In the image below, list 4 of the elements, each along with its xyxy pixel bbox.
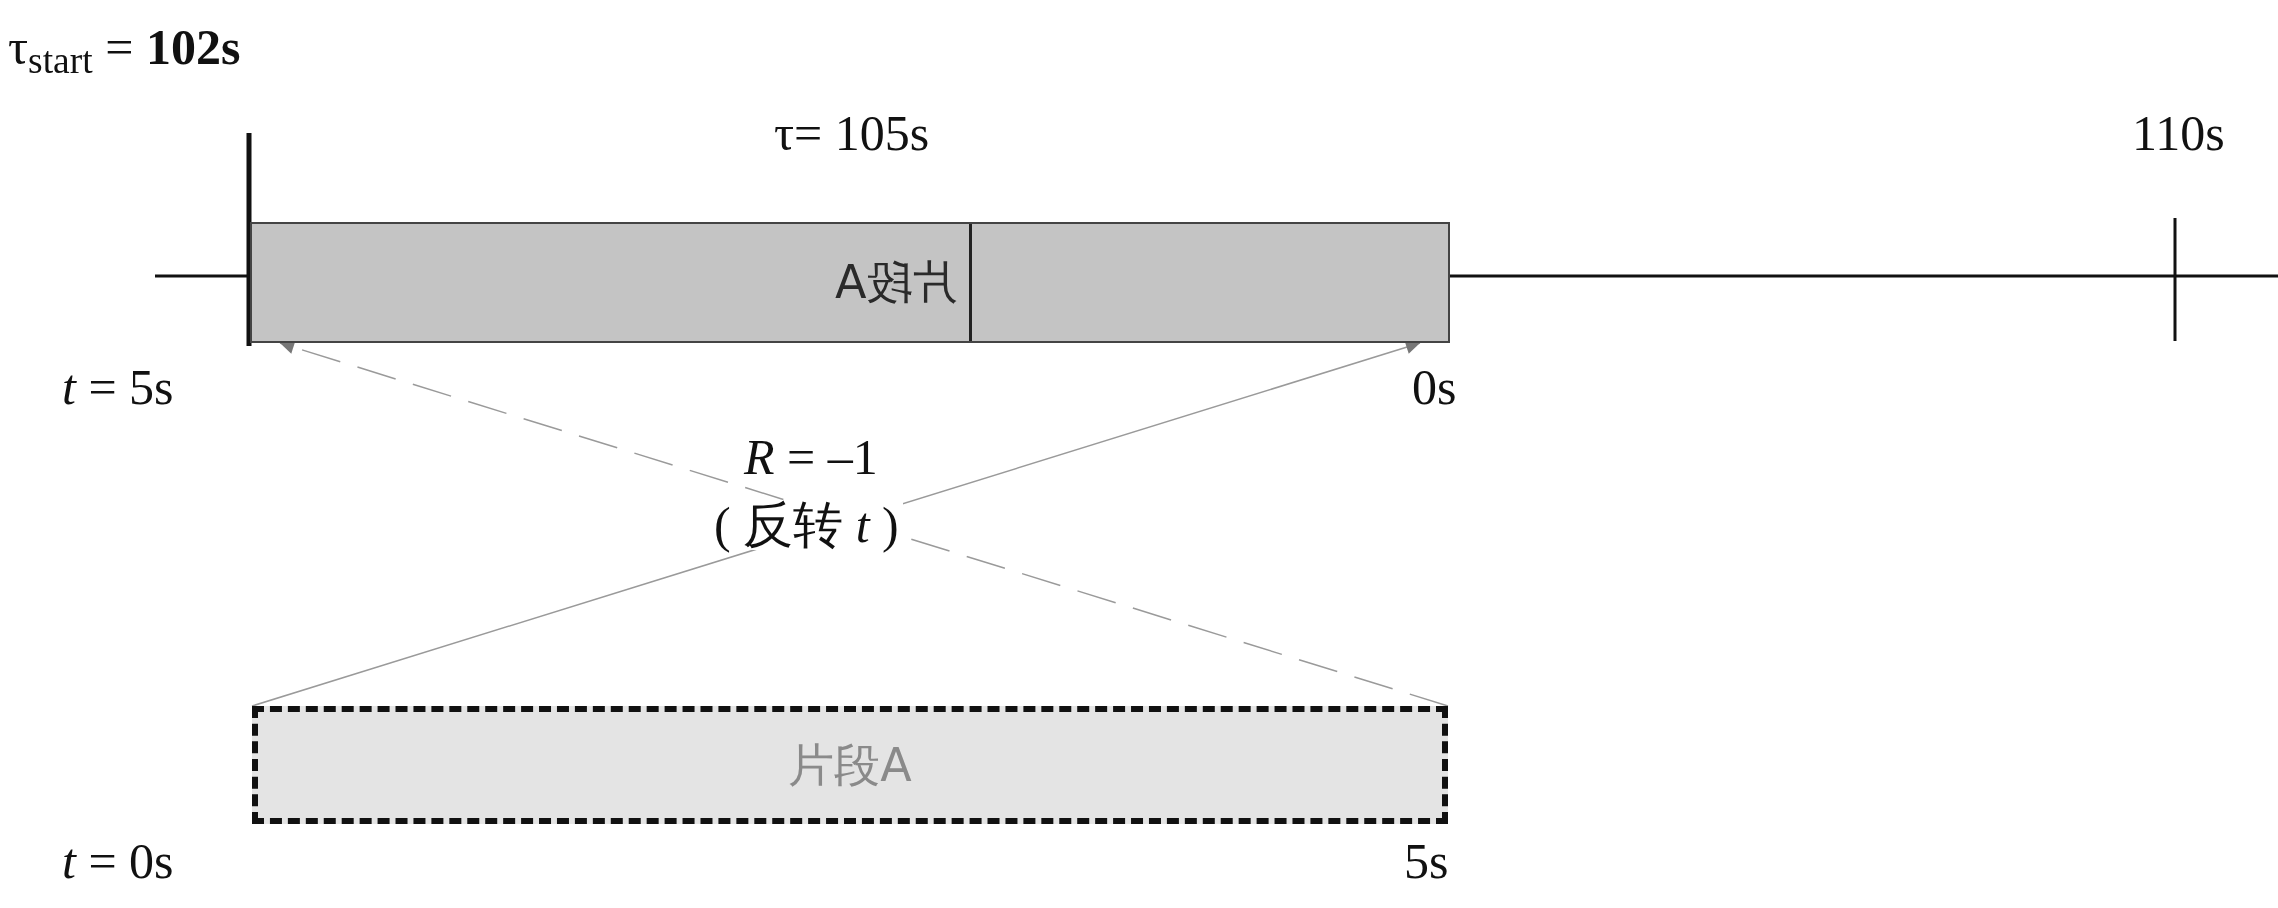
clip-label: 片段A <box>788 736 912 794</box>
clip-bar <box>250 222 1450 343</box>
clip-label: 片段A <box>834 254 958 311</box>
clip-bar <box>252 706 1448 824</box>
